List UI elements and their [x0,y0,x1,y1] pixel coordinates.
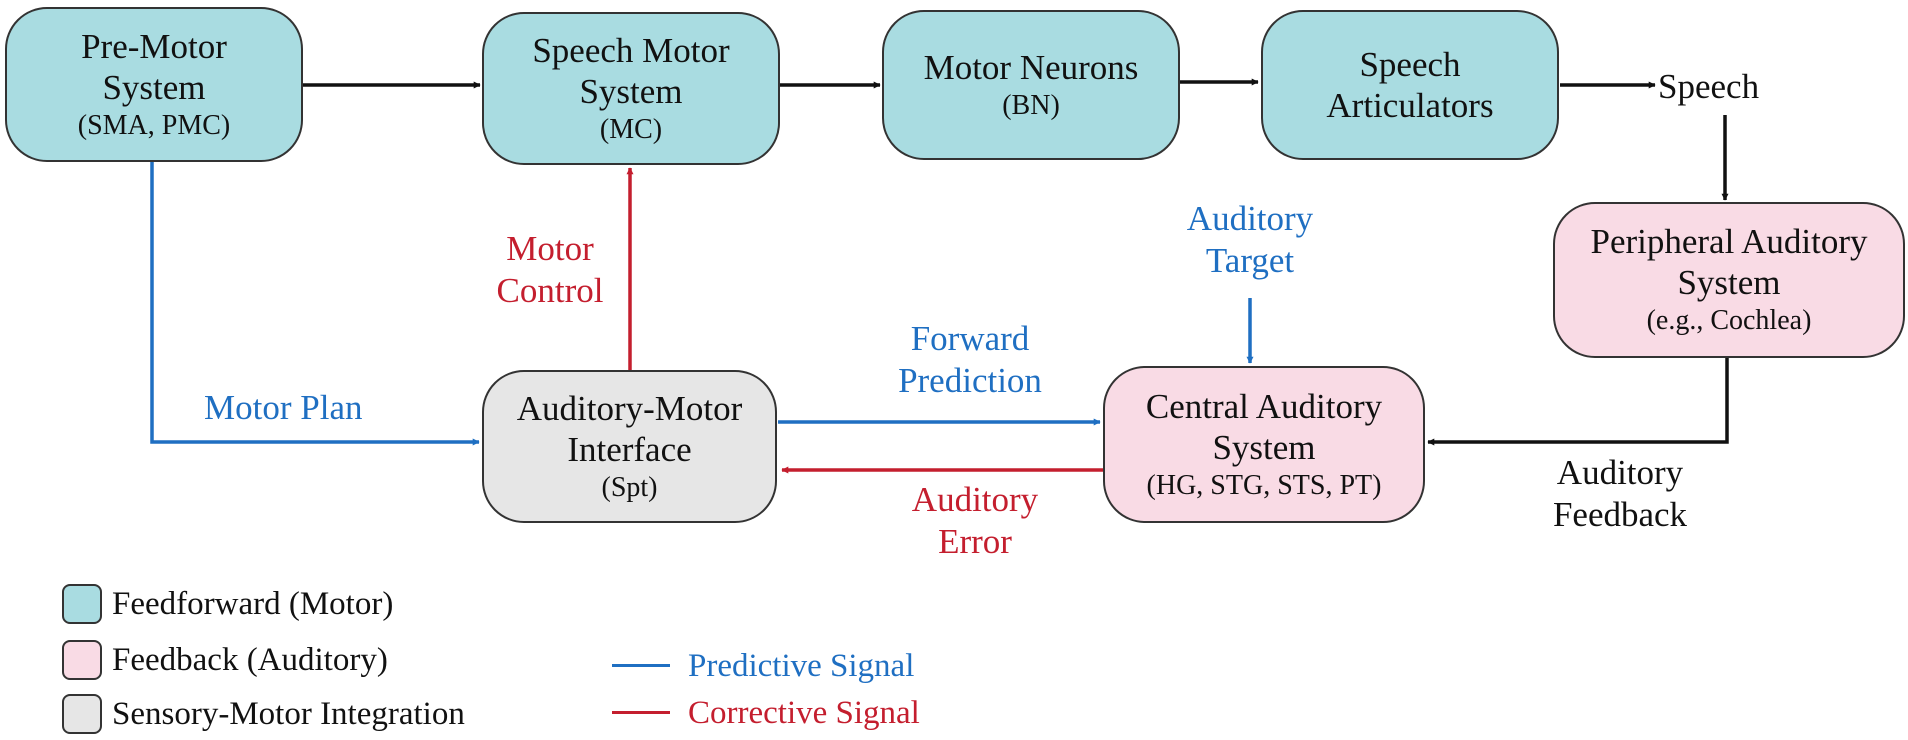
node-subtitle: (MC) [599,113,663,145]
node-central-auditory-system: Central Auditory System (HG, STG, STS, P… [1103,366,1425,523]
node-speech-motor-system: Speech Motor System (MC) [482,12,780,165]
node-title: Speech Articulators [1326,45,1494,125]
legend-label-feedback: Feedback (Auditory) [112,642,388,678]
legend-label-feedforward: Feedforward (Motor) [112,586,394,622]
legend-label-predictive: Predictive Signal [688,648,915,684]
node-title: Peripheral Auditory System [1590,222,1868,302]
node-title: Central Auditory System [1145,386,1383,467]
node-subtitle: (BN) [1002,89,1060,121]
legend-line-corrective [612,711,670,714]
node-title: Pre-Motor System [81,26,227,107]
node-subtitle: (HG, STG, STS, PT) [1146,469,1382,501]
auditory-target-label: Auditory Target [1186,199,1314,280]
node-auditory-motor-interface: Auditory-Motor Interface (Spt) [482,370,777,523]
node-title: Speech Motor System [532,30,730,111]
forward-prediction-label: Forward Prediction [898,319,1042,400]
legend-label-integration: Sensory-Motor Integration [112,696,465,732]
arrow-auditory-feedback [1427,358,1729,446]
legend-swatch-feedforward [62,584,102,624]
legend-swatch-integration [62,694,102,734]
node-title: Motor Neurons [923,47,1139,87]
node-title: Auditory-Motor Interface [516,388,743,469]
speech-output-label: Speech [1658,67,1760,106]
legend-label-corrective: Corrective Signal [688,695,920,731]
node-subtitle: (Spt) [601,471,658,503]
motor-plan-label: Motor Plan [204,388,363,427]
node-subtitle: (SMA, PMC) [77,109,231,141]
node-motor-neurons: Motor Neurons (BN) [882,10,1180,160]
node-peripheral-auditory-system: Peripheral Auditory System (e.g., Cochle… [1553,202,1905,358]
auditory-feedback-label: Auditory Feedback [1552,453,1688,534]
node-premotor-system: Pre-Motor System (SMA, PMC) [5,7,303,162]
legend-line-predictive [612,664,670,667]
arrow-motor-plan [150,162,480,446]
legend-swatch-feedback [62,640,102,680]
auditory-error-label: Auditory Error [911,480,1039,561]
node-subtitle: (e.g., Cochlea) [1646,305,1812,336]
node-speech-articulators: Speech Articulators [1261,10,1559,160]
motor-control-label: Motor Control [496,229,604,310]
